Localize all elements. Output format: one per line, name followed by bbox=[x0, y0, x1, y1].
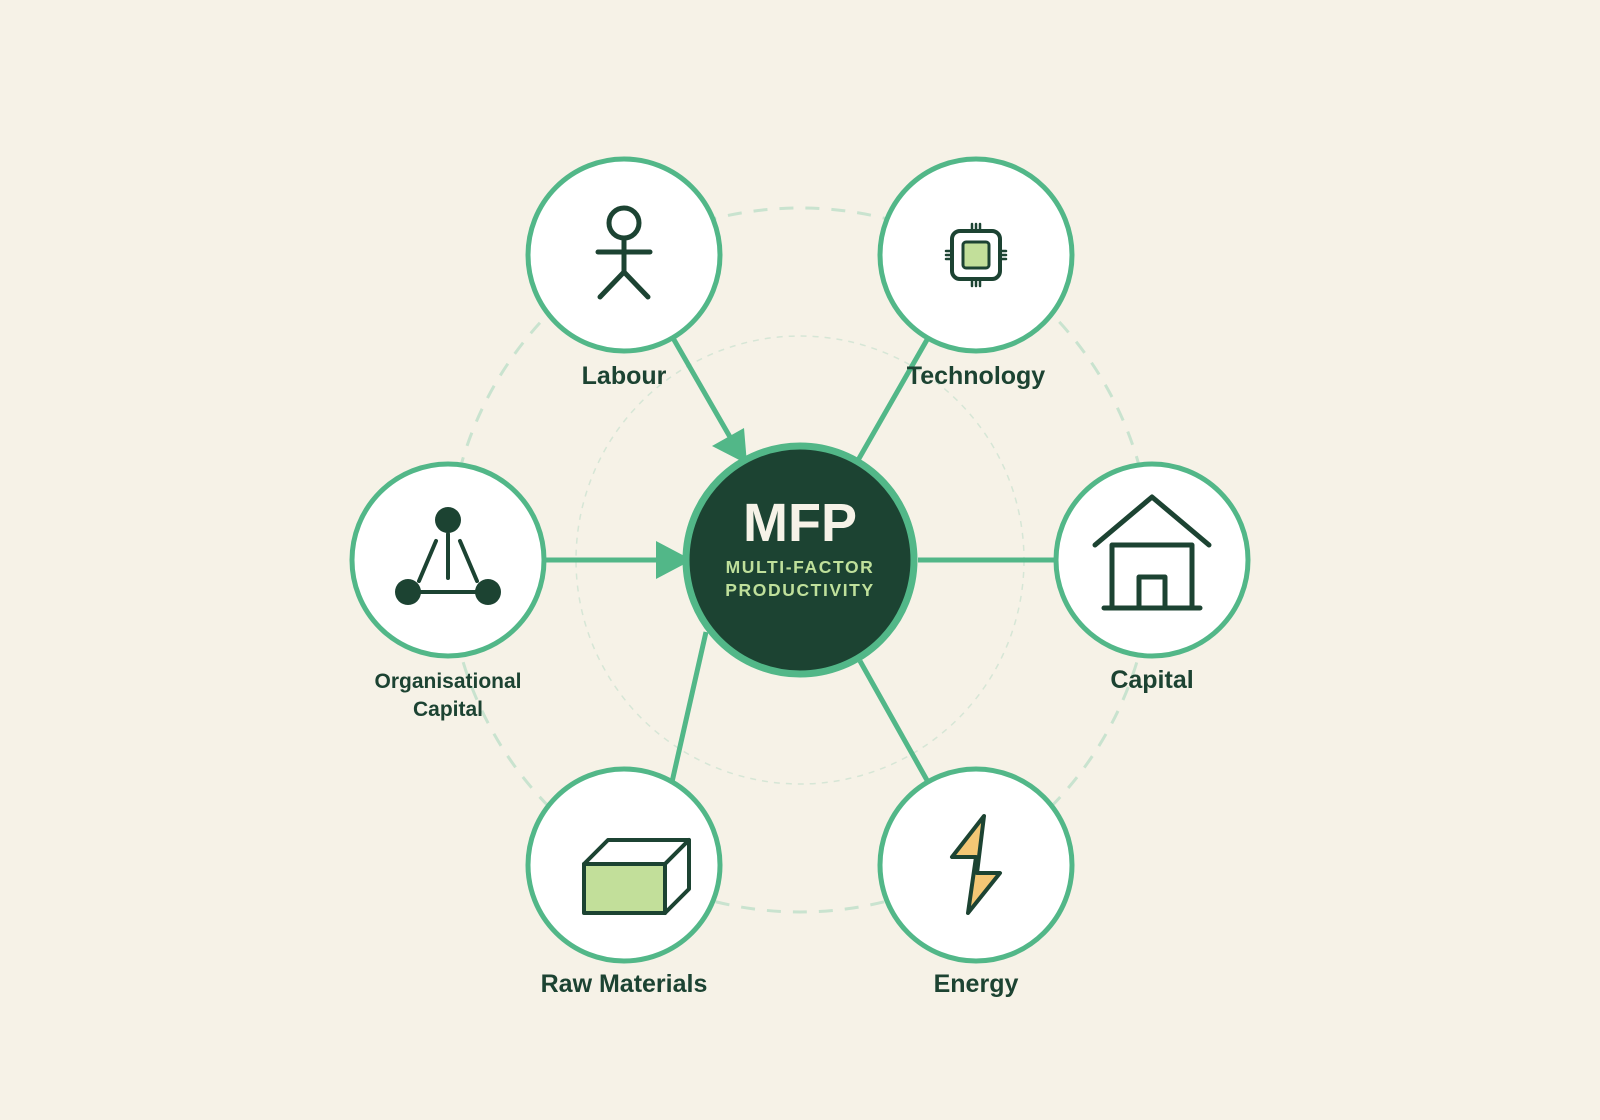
node-raw-materials: Raw Materials bbox=[525, 766, 723, 998]
node-raw-materials-label: Raw Materials bbox=[541, 970, 708, 998]
arrowhead-organisational-capital bbox=[656, 541, 692, 579]
node-capital-label: Capital bbox=[1110, 666, 1193, 694]
node-labour: Labour bbox=[525, 156, 723, 390]
hub-subtitle-line2: PRODUCTIVITY bbox=[725, 580, 874, 600]
connector-raw-materials bbox=[669, 631, 709, 783]
hub: MFP MULTI-FACTOR PRODUCTIVITY bbox=[682, 442, 918, 678]
node-energy: Energy bbox=[877, 766, 1075, 998]
hub-title: MFP bbox=[743, 493, 857, 553]
node-organisational-capital: Organisational Capital bbox=[349, 461, 547, 721]
node-organisational-capital-label-line1: Organisational bbox=[374, 670, 521, 693]
hub-circle bbox=[682, 442, 918, 678]
lightning-icon bbox=[950, 814, 1002, 915]
box-icon bbox=[582, 838, 691, 915]
connector-labour bbox=[670, 336, 733, 439]
node-capital: Capital bbox=[1053, 461, 1251, 694]
arrowhead-labour bbox=[712, 428, 747, 464]
house-icon bbox=[1092, 494, 1212, 611]
hub-subtitle-line1: MULTI-FACTOR bbox=[726, 557, 875, 577]
node-technology-label: Technology bbox=[907, 362, 1046, 390]
node-labour-label: Labour bbox=[582, 362, 667, 390]
person-icon bbox=[595, 205, 653, 300]
node-energy-label: Energy bbox=[934, 970, 1019, 998]
network-icon bbox=[395, 507, 501, 605]
node-capital-circle bbox=[1053, 461, 1251, 659]
connectors bbox=[543, 336, 1057, 784]
node-organisational-capital-label-line2: Capital bbox=[413, 698, 483, 721]
microchip-icon bbox=[944, 222, 1008, 288]
connector-energy bbox=[857, 659, 931, 784]
connector-technology bbox=[854, 336, 931, 464]
node-technology: Technology bbox=[877, 156, 1075, 390]
